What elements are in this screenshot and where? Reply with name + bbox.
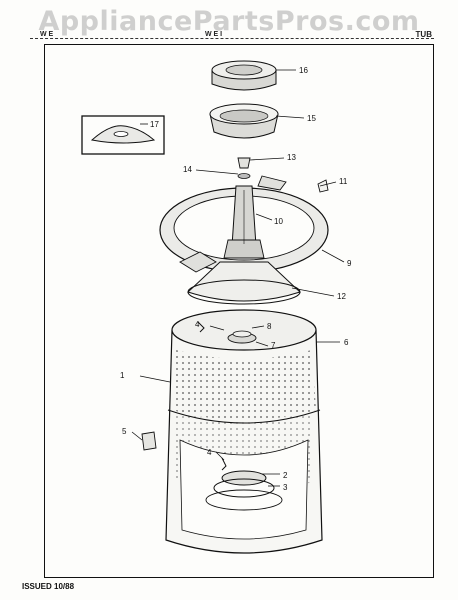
header-model-left: W E: [40, 31, 54, 38]
part-2-3-drain-fitting: [205, 470, 283, 511]
part-4-screws: [197, 321, 227, 471]
callout-12: 12: [337, 292, 346, 301]
callout-1: 1: [120, 371, 125, 380]
part-11-clip: [317, 179, 329, 193]
callout-6: 6: [344, 338, 349, 347]
callout-11: 11: [339, 177, 348, 186]
callout-16: 16: [299, 66, 308, 75]
part-10-agitator: [223, 185, 265, 259]
tub-body: [165, 309, 323, 554]
part-7-hub: [227, 330, 257, 344]
callout-14: 14: [183, 165, 192, 174]
callout-3: 3: [283, 483, 288, 492]
header-section-title: TUB: [415, 30, 432, 39]
part-12-cone: [187, 261, 301, 305]
watermark-text: AppliancePartsPros.com: [38, 6, 420, 37]
header-model-middle: W E I: [205, 31, 223, 38]
callout-7: 7: [271, 341, 276, 350]
leader-lines: [131, 69, 345, 487]
part-14-washer: [237, 173, 251, 179]
callout-4-lower: 4: [207, 448, 212, 457]
callout-13: 13: [287, 153, 296, 162]
callout-9: 9: [347, 259, 352, 268]
callout-10: 10: [274, 217, 283, 226]
callout-2: 2: [283, 471, 288, 480]
header-rule: [30, 38, 434, 39]
part-15-bowl: [209, 103, 279, 139]
callout-17: 17: [150, 120, 159, 129]
callout-4-upper: 4: [195, 320, 200, 329]
part-17-inset: [81, 115, 165, 155]
diagram-frame: [44, 44, 434, 578]
callout-8: 8: [267, 322, 272, 331]
callout-labels: 1 2 3 4 4 5 6 7 8 9 10 11 12 13 14 15 16…: [120, 66, 352, 492]
part-5-pad: [141, 431, 157, 451]
callout-5: 5: [122, 427, 127, 436]
callout-15: 15: [307, 114, 316, 123]
issued-date: ISSUED 10/88: [22, 582, 75, 591]
part-16-cap: [211, 60, 277, 91]
part-13-nut: [237, 157, 251, 169]
